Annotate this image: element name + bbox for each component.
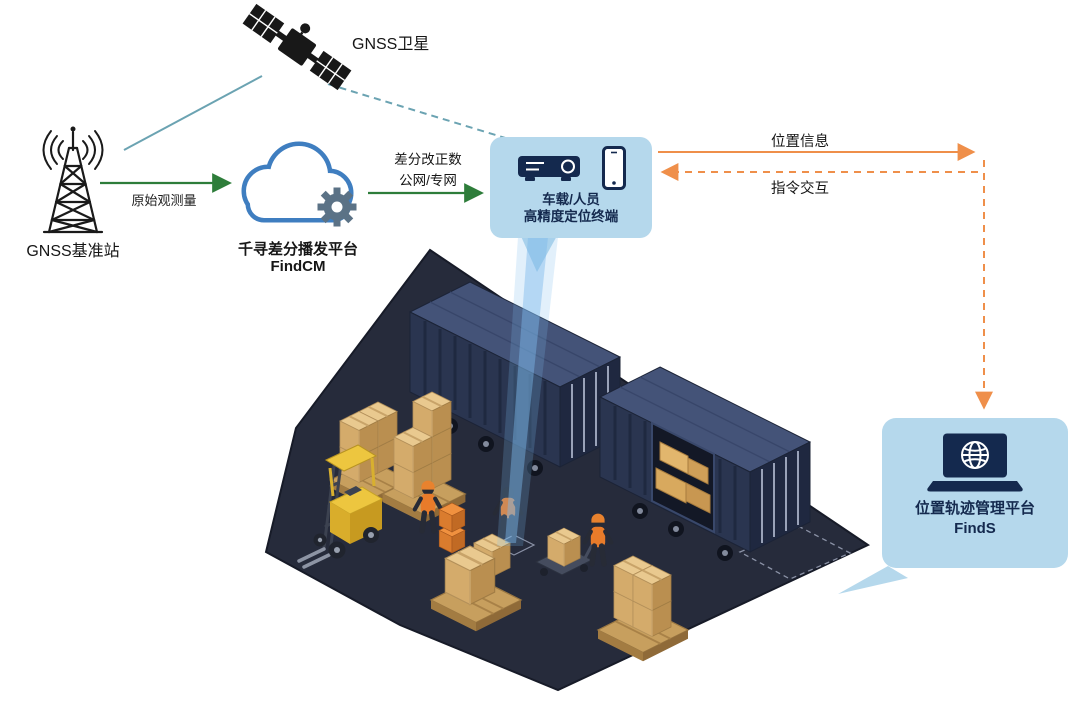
network-label: 公网/专网 [399, 173, 457, 188]
cloud-gear-icon [241, 141, 357, 227]
terminal-card-tail [520, 234, 558, 272]
satellite-to-terminal-line [327, 83, 513, 141]
gear-icon [317, 187, 357, 227]
forklift-icon [297, 444, 384, 569]
terminal-card: 车载/人员 高精度定位终端 [490, 137, 652, 238]
vehicle-receiver-icon [518, 156, 580, 181]
signal-waves-icon [42, 130, 104, 170]
laptop-globe-icon [927, 433, 1023, 492]
radio-tower-icon [42, 126, 104, 234]
raw-observation-label: 原始观测量 [131, 193, 197, 208]
terminal-label-line1: 车载/人员 [542, 192, 600, 207]
finds-product-label: FindS [954, 520, 996, 537]
satellite-to-base-line [123, 75, 263, 151]
platform-links [658, 143, 993, 410]
position-info-label: 位置信息 [771, 134, 829, 150]
terminal-label-line2: 高精度定位终端 [523, 209, 619, 224]
container-open-door [651, 421, 715, 534]
cloud-product-label: FindCM [270, 258, 326, 275]
cloud-platform-label: 千寻差分播发平台 [237, 241, 358, 258]
finds-platform-label: 位置轨迹管理平台 [914, 500, 1035, 517]
smartphone-icon [602, 146, 626, 190]
positioning-beam [497, 237, 558, 546]
base-station-label: GNSS基准站 [26, 243, 120, 260]
warehouse-scene [264, 248, 871, 692]
shipping-container-1 [408, 281, 622, 468]
satellite-links [123, 75, 513, 151]
finds-card-tail [838, 566, 908, 594]
diff-correction-label: 差分改正数 [394, 152, 462, 167]
finds-platform-card: 位置轨迹管理平台 FindS [882, 418, 1068, 568]
command-label: 指令交互 [771, 181, 829, 197]
satellite-label: GNSS卫星 [352, 36, 430, 53]
shipping-container-2 [598, 366, 812, 553]
gnss-satellite-icon [242, 3, 352, 91]
